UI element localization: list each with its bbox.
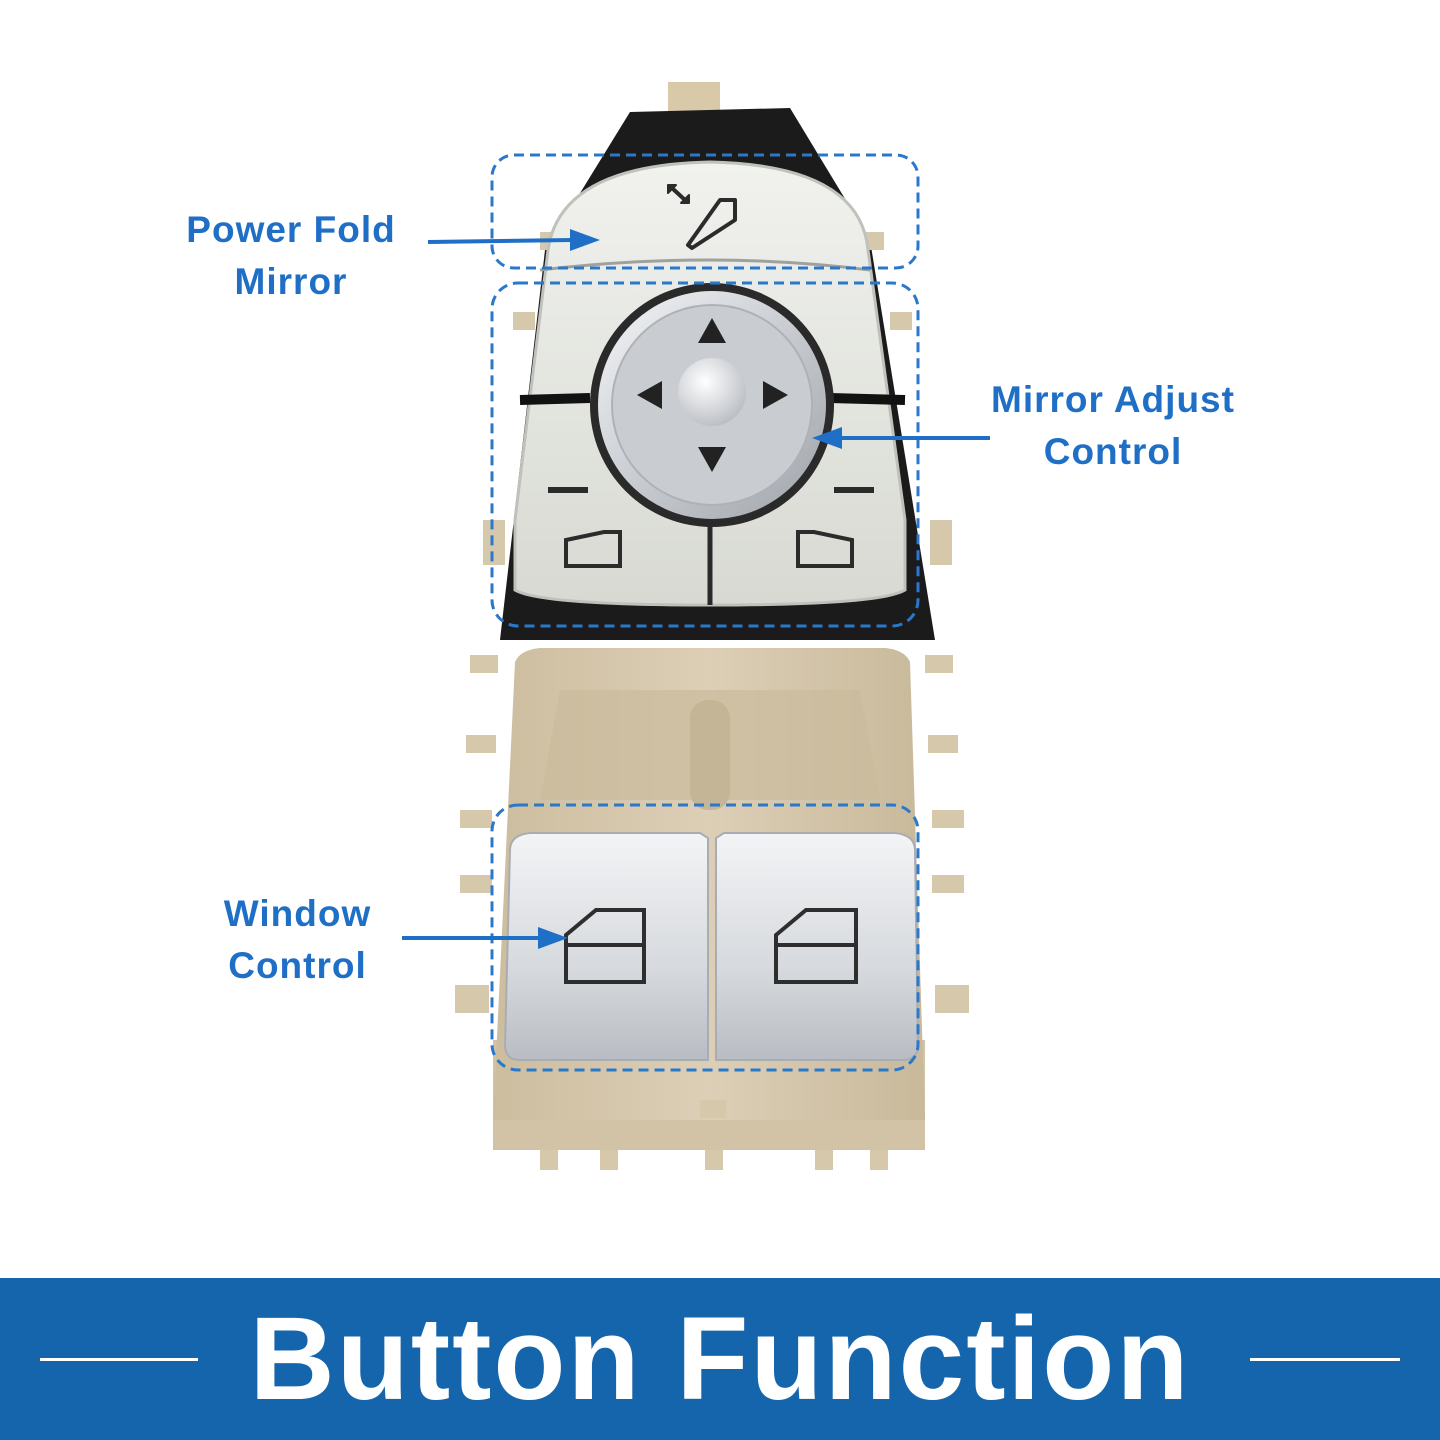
switch-assembly [402, 82, 990, 1170]
right-mirror-icon [796, 530, 854, 568]
arrow-right-icon [763, 381, 788, 409]
power-fold-frame [490, 153, 920, 270]
callout-mirror-adjust-line1: Mirror Adjust [991, 379, 1235, 420]
arrow-down-icon [698, 447, 726, 472]
product-illustration: Power Fold Mirror Mirror Adjust Control … [160, 82, 1258, 1170]
panel-divider [539, 258, 871, 272]
mirror-adjust-joystick[interactable] [590, 283, 834, 527]
power-fold-icon[interactable] [667, 184, 737, 250]
callout-window-control-line2: Control [228, 945, 367, 986]
left-mirror-select-button[interactable] [548, 487, 622, 568]
banner-title: Button Function [249, 1293, 1191, 1425]
callout-power-fold-line2: Mirror [234, 261, 348, 302]
callout-power-fold: Power Fold Mirror [160, 204, 422, 308]
right-window-button[interactable] [715, 832, 920, 1061]
banner-line-right [1250, 1358, 1400, 1361]
section-banner: Button Function [0, 1278, 1440, 1440]
callout-power-fold-line1: Power Fold [186, 209, 396, 250]
left-window-button[interactable] [503, 832, 709, 1061]
callout-arrows [402, 229, 990, 949]
left-window-icon [564, 908, 646, 984]
arrow-power-fold [570, 229, 600, 251]
callout-mirror-adjust: Mirror Adjust Control [968, 374, 1258, 478]
arrow-up-icon [698, 318, 726, 343]
arrow-left-icon [637, 381, 662, 409]
callout-window-control: Window Control [195, 888, 400, 992]
arrow-window-control [538, 927, 568, 949]
right-window-icon [774, 908, 858, 984]
mirror-adjust-frame [490, 281, 920, 628]
arrow-mirror-adjust [812, 427, 842, 449]
left-mirror-icon [564, 530, 622, 568]
banner-line-left [40, 1358, 198, 1361]
panel-gap [519, 393, 906, 405]
callout-window-control-line1: Window [223, 893, 372, 934]
joystick-knob[interactable] [678, 358, 746, 426]
right-mirror-select-button[interactable] [796, 487, 874, 568]
callout-mirror-adjust-line2: Control [1043, 431, 1183, 472]
